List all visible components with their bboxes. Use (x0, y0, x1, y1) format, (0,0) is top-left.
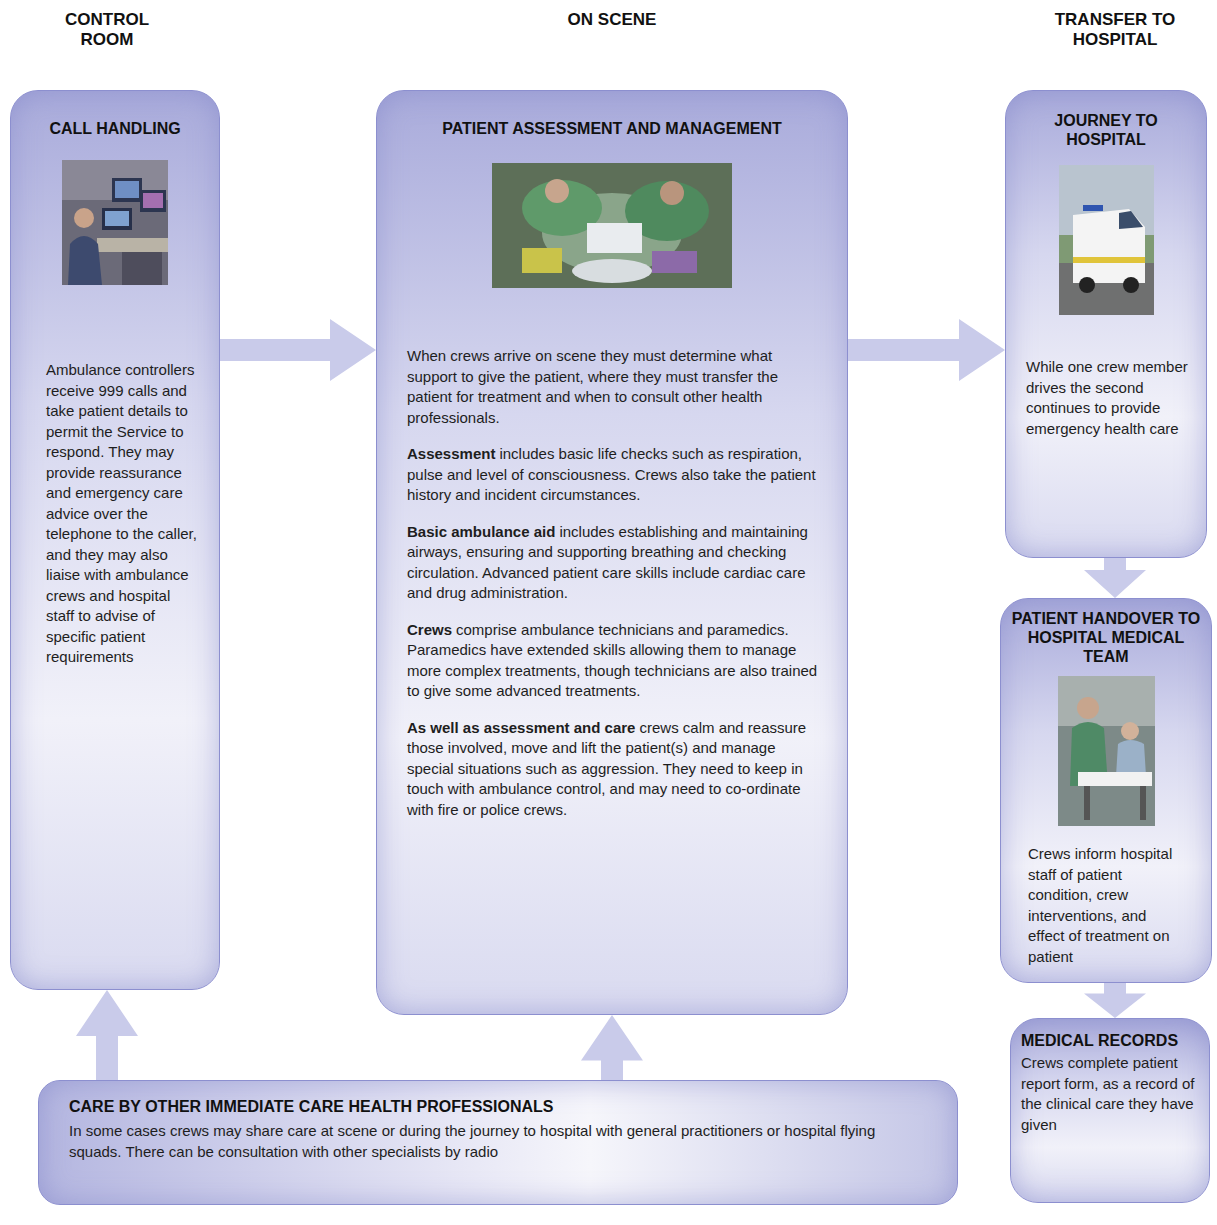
flow-arrow (76, 990, 138, 1080)
flow-arrow (220, 319, 376, 381)
flow-arrow (848, 319, 1005, 381)
body-text: Ambulance controllers receive 999 calls … (46, 360, 197, 668)
process-box: PATIENT HANDOVER TO HOSPITAL MEDICAL TEA… (1000, 598, 1212, 983)
box-paragraph: Crewscomprise ambulance technicians and … (407, 620, 825, 702)
box-heading: PATIENT ASSESSMENT AND MANAGEMENT (387, 119, 837, 138)
flow-arrow (581, 1015, 643, 1080)
body-text: Crews complete patient report form, as a… (1021, 1053, 1201, 1135)
handover-photo (1058, 676, 1155, 826)
body-text: Crews inform hospital staff of patient c… (1028, 844, 1186, 967)
box-heading: JOURNEY TO HOSPITAL (1028, 111, 1184, 149)
flow-arrow (1084, 983, 1146, 1018)
column-heading: TRANSFER TO HOSPITAL (1035, 10, 1195, 50)
box-paragraph: Basic ambulance aidincludes establishing… (407, 522, 825, 604)
box-heading: CALL HANDLING (19, 119, 211, 138)
body-text: When crews arrive on scene they must det… (407, 346, 825, 428)
process-box: CALL HANDLING Ambulance controllers rece… (10, 90, 220, 990)
box-paragraph: As well as assessment and carecrews calm… (407, 718, 825, 821)
body-text: comprise ambulance technicians and param… (407, 621, 817, 700)
lead-in: Assessment (407, 445, 495, 462)
process-band: CARE BY OTHER IMMEDIATE CARE HEALTH PROF… (38, 1080, 958, 1205)
box-paragraph: Assessmentincludes basic life checks suc… (407, 444, 825, 506)
ambulance-photo (1059, 165, 1154, 315)
process-box: MEDICAL RECORDS Crews complete patient re… (1010, 1018, 1210, 1203)
body-text: In some cases crews may share care at sc… (69, 1121, 927, 1162)
lead-in: Crews (407, 621, 452, 638)
box-heading: MEDICAL RECORDS (1021, 1031, 1201, 1050)
column-heading: CONTROL ROOM (47, 10, 167, 50)
body-text: While one crew member drives the second … (1026, 357, 1188, 439)
lead-in: Basic ambulance aid (407, 523, 555, 540)
control-room-photo (62, 160, 168, 285)
flow-arrow (1084, 558, 1146, 598)
on-scene-photo (492, 163, 732, 288)
box-heading: CARE BY OTHER IMMEDIATE CARE HEALTH PROF… (69, 1097, 927, 1116)
process-box: JOURNEY TO HOSPITAL While one crew membe… (1005, 90, 1207, 558)
box-heading: PATIENT HANDOVER TO HOSPITAL MEDICAL TEA… (1005, 609, 1207, 666)
process-box: PATIENT ASSESSMENT AND MANAGEMENT When c… (376, 90, 848, 1015)
column-heading: ON SCENE (520, 10, 704, 30)
lead-in: As well as assessment and care (407, 719, 635, 736)
